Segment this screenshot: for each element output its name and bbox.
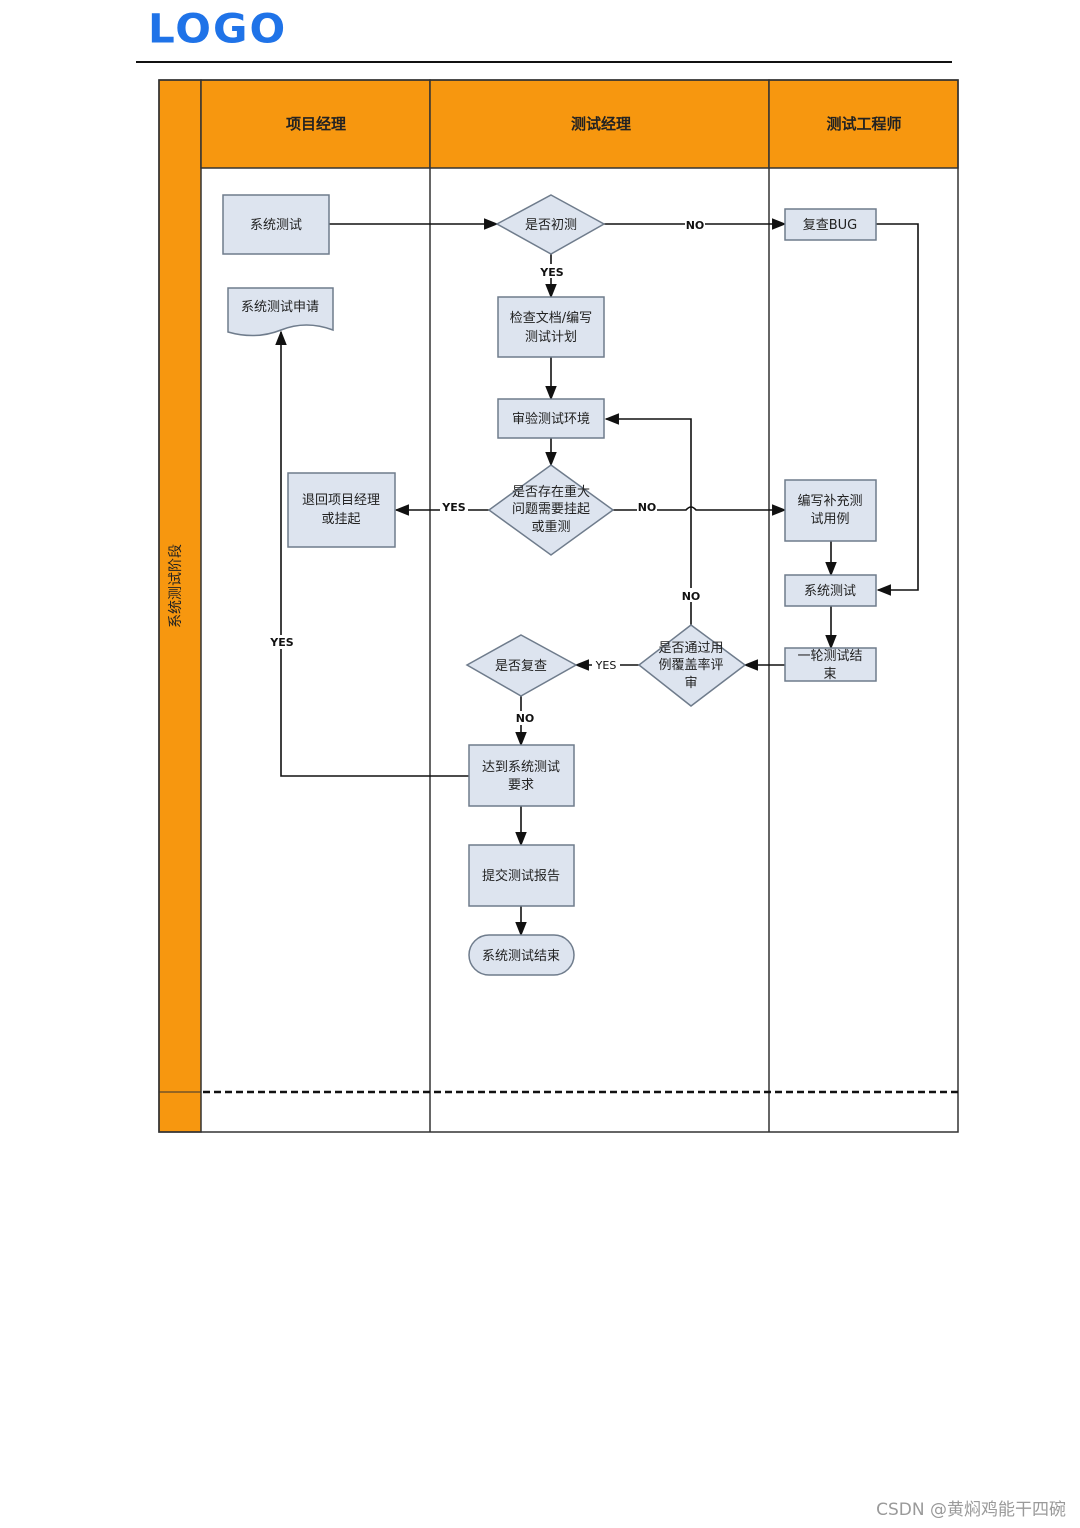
node-verify-env — [497, 398, 605, 439]
phase-column — [158, 79, 202, 1133]
node-check-docs — [497, 296, 605, 358]
edge-meet-yes — [275, 330, 469, 777]
node-recheck — [465, 634, 578, 697]
node-write-cases — [784, 479, 877, 542]
lane-title-test-manager: 测试经理 — [571, 115, 631, 133]
node-test-end — [468, 934, 575, 976]
node-return-pm — [287, 472, 396, 548]
text-system-test-request: 系统测试申请 — [241, 300, 319, 315]
lane-title-project-manager: 项目经理 — [286, 115, 346, 133]
text-round-end: 一轮测试结束 — [797, 649, 862, 682]
lane-title-test-engineer: 测试工程师 — [826, 115, 901, 133]
header-divider — [136, 61, 952, 63]
watermark: CSDN @黄焖鸡能干四碗 — [876, 1500, 1066, 1520]
text-major-issue: 是否存在重大问题需要挂起或重测 — [512, 484, 590, 535]
text-recheck: 是否复查 — [495, 659, 547, 674]
label-coverage-yes: YES — [595, 659, 617, 672]
text-check-docs: 检查文档/编写测试计划 — [510, 311, 592, 345]
edge-recheck-bug-to-system-test — [876, 223, 919, 596]
lane-header-test-manager — [429, 79, 770, 169]
text-first-test: 是否初测 — [525, 218, 577, 233]
node-coverage-review — [637, 624, 747, 707]
text-meet-requirements: 达到系统测试要求 — [482, 760, 560, 793]
text-coverage-review: 是否通过用例覆盖率评审 — [658, 641, 723, 691]
edge-coverage-no — [604, 413, 692, 625]
text-test-end: 系统测试结束 — [482, 949, 560, 964]
label-coverage-no: NO — [682, 590, 701, 603]
label-first-test-yes: YES — [539, 266, 563, 279]
phase-label: 系统测试阶段 — [168, 544, 184, 628]
text-return-pm: 退回项目经理或挂起 — [302, 493, 380, 527]
node-round-end — [784, 647, 877, 682]
node-first-test — [495, 194, 606, 255]
label-first-test-no: NO — [686, 219, 705, 232]
node-meet-requirements — [468, 744, 575, 807]
text-submit-report: 提交测试报告 — [482, 868, 560, 884]
text-verify-env: 审验测试环境 — [512, 411, 590, 427]
logo: LOGO — [148, 5, 288, 52]
node-system-test-request — [227, 287, 334, 337]
label-meet-yes: YES — [269, 636, 293, 649]
text-system-test-2: 系统测试 — [804, 584, 856, 599]
label-major-issue-no: NO — [638, 501, 657, 514]
text-write-cases: 编写补充测试用例 — [797, 493, 862, 527]
label-recheck-no: NO — [516, 712, 535, 725]
text-system-test: 系统测试 — [250, 218, 302, 233]
node-recheck-bug — [784, 208, 877, 241]
node-system-test-2 — [784, 574, 877, 607]
node-system-test — [222, 194, 330, 255]
text-recheck-bug: 复查BUG — [803, 218, 858, 233]
node-submit-report — [468, 844, 575, 907]
label-major-issue-yes: YES — [441, 501, 465, 514]
diagram-frame — [158, 79, 959, 1133]
node-major-issue — [487, 464, 615, 556]
